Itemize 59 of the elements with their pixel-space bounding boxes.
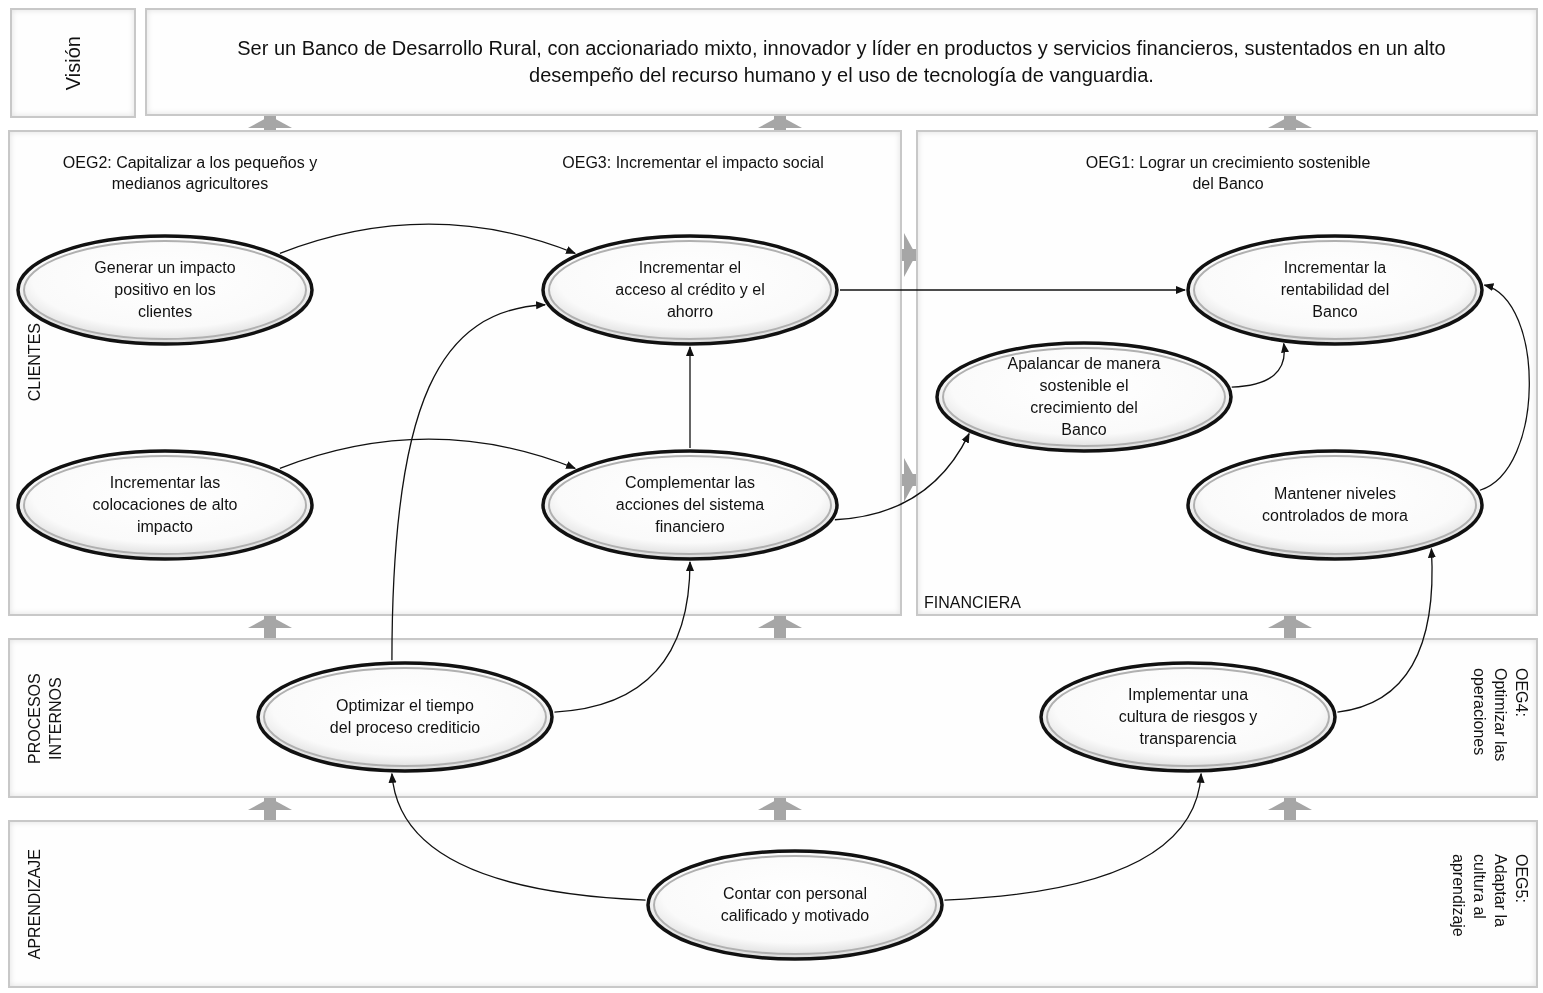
objective-heading: OEG1: Lograr un crecimiento sostenible del Banco bbox=[1085, 154, 1371, 192]
objective-ellipse bbox=[540, 233, 840, 347]
section-box bbox=[10, 8, 136, 118]
block-arrow bbox=[248, 116, 292, 130]
objective-heading: OEG5: Adaptar la cultura al aprendizaje bbox=[1449, 854, 1531, 939]
objective-heading: OEG4: Optimizar las operaciones bbox=[1470, 668, 1531, 764]
objective-heading: OEG2: Capitalizar a los pequeños y medianos agricultores bbox=[62, 154, 318, 192]
block-arrow bbox=[1268, 616, 1312, 638]
arrow bbox=[279, 438, 577, 469]
objective-ellipse bbox=[540, 448, 840, 562]
perspective-panel bbox=[8, 130, 902, 616]
arrow bbox=[686, 346, 694, 449]
objective-ellipse bbox=[15, 448, 315, 562]
block-arrow bbox=[248, 798, 292, 820]
objective-text: Implementar una cultura de riesgos y transparencia bbox=[1117, 685, 1259, 749]
arrow bbox=[553, 561, 694, 713]
perspective-panel bbox=[916, 130, 1538, 616]
vision-statement: Ser un Banco de Desarrollo Rural, con accionariado mixto, innovador y líder en productos y servicios financieros, sustentados en un alto desempeño del recurso humano y el uso de tecnología de vanguardia. bbox=[237, 37, 1446, 86]
arrow bbox=[834, 432, 970, 521]
perspective-label: APRENDIZAJE bbox=[25, 848, 44, 960]
objective-ellipse bbox=[645, 848, 945, 962]
block-arrow bbox=[758, 798, 802, 820]
perspective-label: FINANCIERA bbox=[924, 594, 1021, 611]
objective-ellipse bbox=[1185, 233, 1485, 347]
objective-ellipse bbox=[934, 340, 1234, 454]
perspective-panel bbox=[8, 820, 1538, 988]
block-arrow bbox=[902, 233, 916, 277]
objective-text: Incrementar las colocaciones de alto impacto bbox=[91, 473, 239, 537]
arrow bbox=[943, 772, 1204, 901]
section-label: Visión bbox=[61, 35, 85, 91]
objective-ellipse bbox=[1038, 660, 1338, 774]
perspective-label: PROCESOS INTERNOS bbox=[25, 671, 65, 766]
objective-text: Mantener niveles controlados de mora bbox=[1261, 484, 1409, 526]
objective-heading: OEG3: Incrementar el impacto social bbox=[562, 154, 824, 171]
objective-text: Incrementar el acceso al crédito y el ahorro bbox=[614, 258, 766, 322]
arrow bbox=[389, 772, 647, 901]
objective-ellipse bbox=[1185, 448, 1485, 562]
perspective-panel bbox=[8, 638, 1538, 798]
perspective-label: CLIENTES bbox=[25, 322, 44, 402]
arrow bbox=[1231, 342, 1289, 388]
objective-text: Generar un impacto positivo en los clientes bbox=[93, 258, 237, 322]
arrow bbox=[391, 301, 547, 661]
block-arrow bbox=[1268, 798, 1312, 820]
block-arrow bbox=[758, 616, 802, 638]
arrow bbox=[839, 286, 1186, 294]
block-arrow bbox=[758, 116, 802, 130]
arrow bbox=[279, 223, 577, 254]
block-arrow bbox=[248, 616, 292, 638]
arrow bbox=[1479, 284, 1530, 491]
vision-panel bbox=[145, 8, 1538, 116]
objective-text: Contar con personal calificado y motivado bbox=[719, 884, 871, 926]
arrow bbox=[1336, 547, 1436, 713]
objective-text: Complementar las acciones del sistema financiero bbox=[614, 473, 766, 537]
objective-text: Incrementar la rentabilidad del Banco bbox=[1279, 258, 1391, 322]
block-arrow bbox=[1268, 116, 1312, 130]
block-arrow bbox=[902, 458, 916, 502]
objective-text: Optimizar el tiempo del proceso crediticio bbox=[328, 696, 482, 738]
objective-text: Apalancar de manera sostenible el crecimiento del Banco bbox=[1006, 354, 1162, 440]
objective-ellipse bbox=[255, 660, 555, 774]
